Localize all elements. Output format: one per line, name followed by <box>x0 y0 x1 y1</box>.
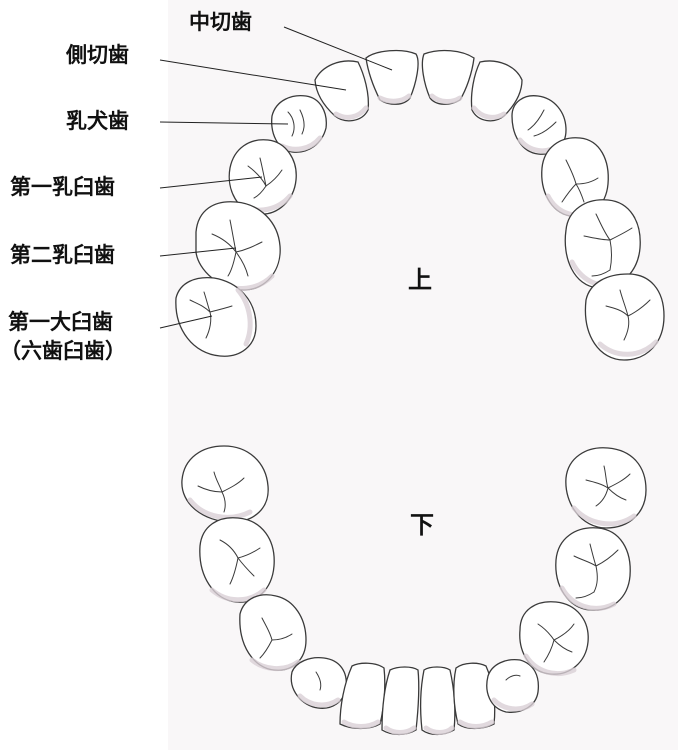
leader-lateral-incisor <box>159 59 347 91</box>
label-primary-canine: 乳犬歯 <box>66 109 129 133</box>
tooth-lower-central-incisor-left <box>381 666 420 736</box>
tooth-upper-first-permanent-molar-right <box>584 273 665 361</box>
tooth-lower-second-primary-molar-left <box>199 517 275 603</box>
jaw-label-lower: 下 <box>410 511 434 539</box>
tooth-lower-first-permanent-molar-right <box>565 447 647 529</box>
leader-first-primary-molar <box>159 176 263 189</box>
tooth-upper-lateral-incisor-left <box>314 60 370 122</box>
tooth-lower-first-primary-molar-left <box>239 594 307 671</box>
label-first-permanent-molar: 第一大臼歯 <box>8 310 113 334</box>
leader-lines <box>159 26 393 329</box>
tooth-upper-first-permanent-molar-left <box>175 276 257 357</box>
leader-primary-canine <box>159 121 289 125</box>
jaw-label-upper: 上 <box>408 266 432 294</box>
tooth-upper-lateral-incisor-right <box>470 60 523 122</box>
upper-arch <box>175 49 665 361</box>
tooth-lower-lateral-incisor-left <box>339 662 386 730</box>
tooth-upper-central-incisor-left <box>365 49 419 105</box>
tooth-lower-first-primary-molar-right <box>519 601 589 676</box>
label-central-incisor: 中切歯 <box>189 10 252 34</box>
label-first-permanent-molar-alias: （六歯臼歯） <box>0 339 126 363</box>
label-lateral-incisor: 側切歯 <box>66 43 129 67</box>
lower-arch <box>181 445 647 736</box>
label-first-primary-molar: 第一乳臼歯 <box>10 175 115 199</box>
leader-first-permanent-molar <box>159 315 213 329</box>
tooth-upper-second-primary-molar-left <box>195 201 281 292</box>
tooth-lower-second-primary-molar-right <box>555 527 631 611</box>
tooth-lower-central-incisor-right <box>420 666 456 736</box>
tooth-upper-central-incisor-right <box>421 49 475 105</box>
tooth-lower-first-permanent-molar-left <box>181 445 269 523</box>
label-second-primary-molar: 第二乳臼歯 <box>10 243 115 267</box>
leader-second-primary-molar <box>159 247 237 257</box>
tooth-lower-lateral-incisor-right <box>453 662 496 730</box>
tooth-lower-primary-canine-right <box>486 658 540 713</box>
leader-central-incisor <box>283 26 393 71</box>
